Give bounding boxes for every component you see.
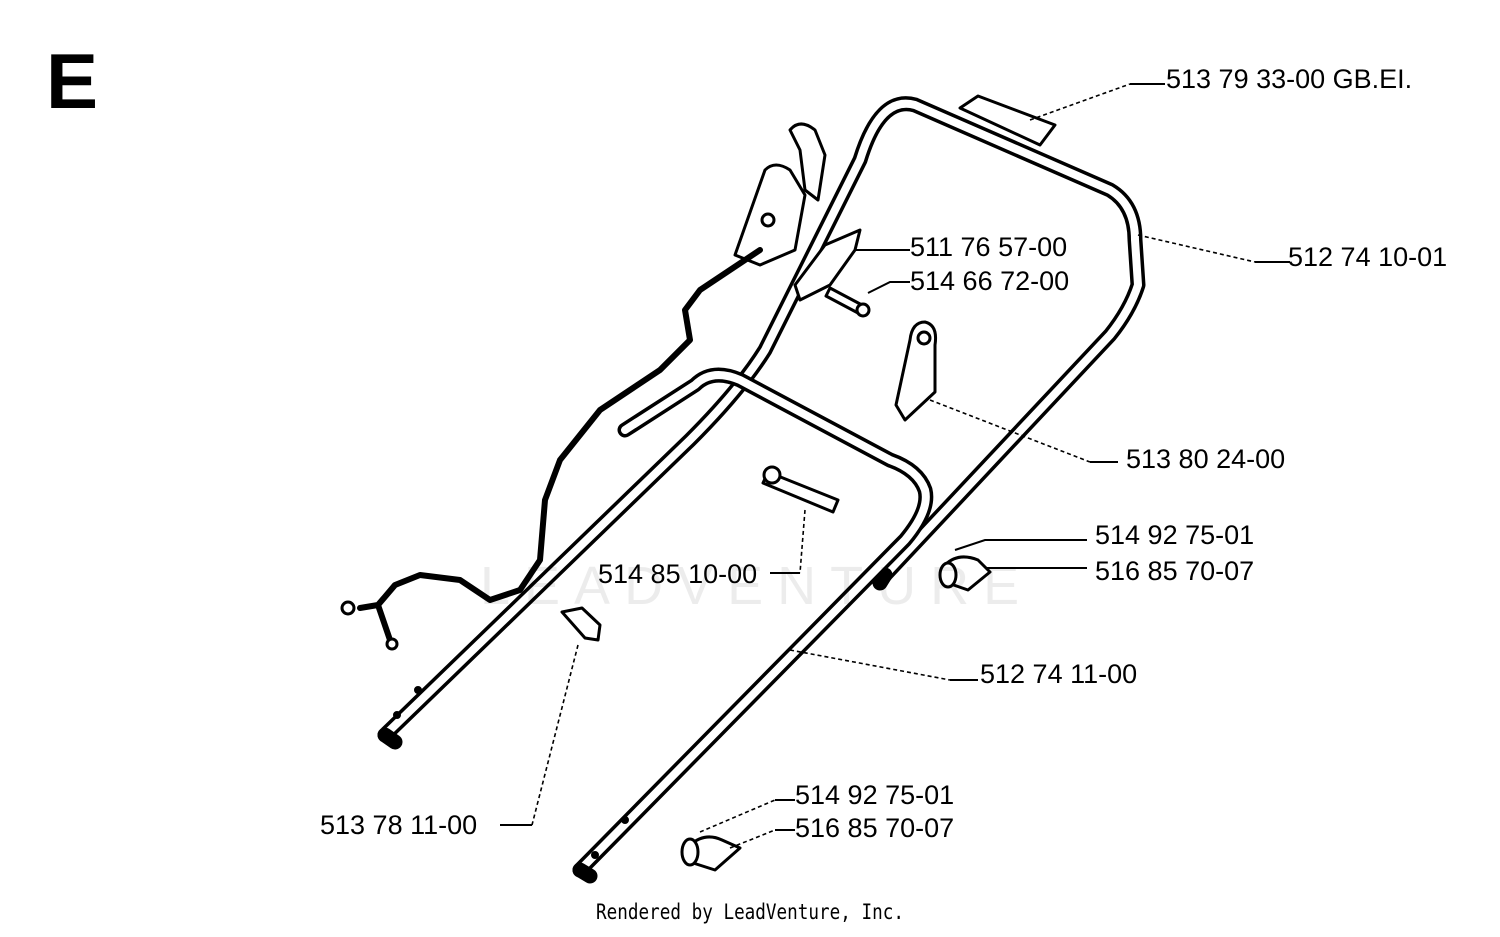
part-label-cable-clip-upper[interactable]: 511 76 57-00 xyxy=(910,232,1068,262)
control-cable xyxy=(340,247,763,651)
handle-label-drawing xyxy=(958,94,1057,147)
part-label-cable-clip-lower[interactable]: 513 78 11-00 xyxy=(320,810,478,840)
screw-upper-drawing xyxy=(824,286,871,318)
part-label-knob-right[interactable]: 516 85 70-07 xyxy=(1095,556,1255,586)
part-label-lower-handle[interactable]: 512 74 11-00 xyxy=(980,659,1138,689)
part-label-handle-label[interactable]: 513 79 33-00 GB.EI. xyxy=(1166,64,1413,94)
lower-handle-drawing xyxy=(572,367,934,884)
throttle-control xyxy=(733,122,827,267)
part-label-bolt-center[interactable]: 514 85 10-00 xyxy=(598,559,758,589)
part-label-brake-lever-bracket[interactable]: 513 80 24-00 xyxy=(1126,444,1286,474)
footer-credit: Rendered by LeadVenture, Inc. xyxy=(596,900,904,924)
watermark: LEADVENTURE xyxy=(480,556,1034,616)
bottom-knob-drawing xyxy=(680,835,742,872)
handle-end-holes xyxy=(393,686,629,859)
center-bolt-drawing xyxy=(761,465,840,514)
cable-clip-lower-drawing xyxy=(560,606,602,642)
part-label-knob-bottom[interactable]: 516 85 70-07 xyxy=(795,813,955,843)
part-label-upper-handle[interactable]: 512 74 10-01 xyxy=(1288,242,1448,272)
right-knob-drawing xyxy=(938,555,992,592)
leader-lines xyxy=(500,83,1290,849)
part-label-washer-right[interactable]: 514 92 75-01 xyxy=(1095,520,1255,550)
brake-bracket-drawing xyxy=(894,320,937,422)
section-letter: E xyxy=(46,37,99,125)
part-label-washer-bottom[interactable]: 514 92 75-01 xyxy=(795,780,955,810)
part-label-screw-upper[interactable]: 514 66 72-00 xyxy=(910,266,1070,296)
